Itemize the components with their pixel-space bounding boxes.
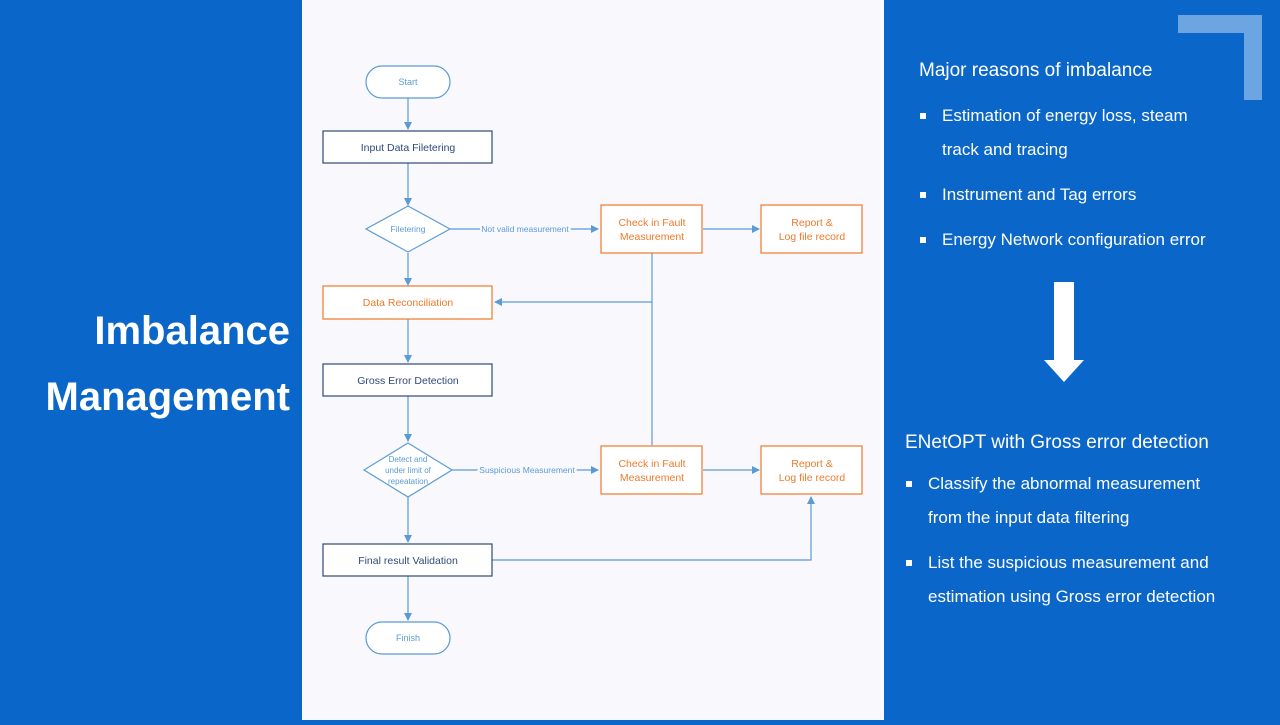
report-1-line2: Log file record — [779, 231, 846, 243]
solution-heading: ENetOPT with Gross error detection — [905, 432, 1209, 453]
start-node: Start — [365, 65, 451, 99]
bullet-square-icon — [906, 481, 912, 487]
final-validation-label: Final result Validation — [358, 555, 458, 567]
input-filtering-box: Input Data Filetering — [322, 130, 493, 164]
filtering-decision-label: Filetering — [391, 224, 426, 234]
report-2-line1: Report & — [791, 458, 832, 470]
flowchart-diagram: Start Input Data Filetering Filetering N… — [322, 65, 863, 655]
connector-final-report2 — [492, 496, 815, 561]
bullet-square-icon — [920, 113, 926, 119]
report-box-2: Report & Log file record — [760, 445, 863, 495]
flowchart-panel: Start Input Data Filetering Filetering N… — [302, 0, 884, 720]
bullet-square-icon — [920, 192, 926, 198]
report-2-line2: Log file record — [779, 472, 846, 484]
finish-label: Finish — [396, 633, 420, 643]
detect-decision: Detect and under limit of repeatation — [362, 442, 454, 498]
slide-title: Imbalance Management — [46, 298, 291, 430]
title-line-2: Management — [45, 375, 291, 419]
finish-node: Finish — [365, 621, 451, 655]
check-fault-box-1: Check in Fault Measurement — [600, 204, 703, 254]
final-validation-box: Final result Validation — [322, 543, 493, 577]
left-panel: Imbalance Management — [0, 0, 302, 720]
gross-error-detection-label: Gross Error Detection — [357, 375, 459, 387]
title-line-1: Imbalance — [94, 309, 290, 353]
corner-bracket-decoration — [1178, 15, 1262, 100]
data-reconciliation-label: Data Reconciliation — [363, 297, 454, 309]
input-filtering-label: Input Data Filetering — [361, 142, 456, 154]
flow-connectors — [404, 98, 815, 621]
detect-decision-line1: Detect and — [389, 455, 428, 464]
report-box-1: Report & Log file record — [760, 204, 863, 254]
reasons-heading: Major reasons of imbalance — [919, 60, 1153, 81]
start-label: Start — [398, 77, 418, 87]
check-fault-box-2: Check in Fault Measurement — [600, 445, 703, 495]
check-fault-2-line2: Measurement — [620, 472, 684, 484]
bullet-square-icon — [920, 237, 926, 243]
reason-item-2: Instrument and Tag errors — [918, 178, 1258, 212]
check-fault-2-line1: Check in Fault — [618, 458, 685, 470]
reason-item-3: Energy Network configuration error — [918, 223, 1258, 257]
not-valid-label: Not valid measurement — [481, 224, 569, 234]
detect-decision-line2: under limit of — [385, 466, 432, 475]
data-reconciliation-box: Data Reconciliation — [322, 285, 493, 320]
bullet-square-icon — [906, 560, 912, 566]
down-arrow-icon — [1044, 282, 1084, 382]
filtering-decision: Filetering — [364, 205, 452, 253]
check-fault-1-line2: Measurement — [620, 231, 684, 243]
check-fault-1-line1: Check in Fault — [618, 217, 685, 229]
suspicious-label: Suspicious Measurement — [479, 465, 575, 475]
right-panel: Major reasons of imbalance Estimation of… — [884, 0, 1280, 720]
report-1-line1: Report & — [791, 217, 832, 229]
gross-error-detection-box: Gross Error Detection — [322, 363, 493, 397]
detect-decision-line3: repeatation — [388, 477, 428, 486]
